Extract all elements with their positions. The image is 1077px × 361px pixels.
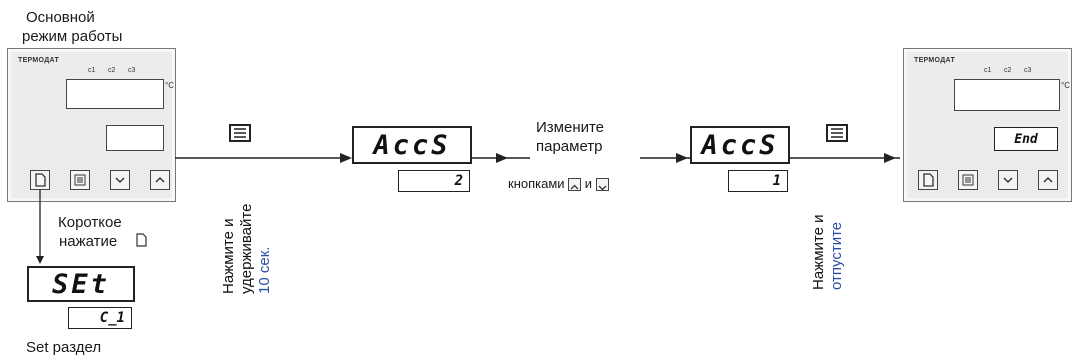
- access-display-2: AccS: [690, 126, 790, 164]
- hold-label-line2: удерживайте: [238, 203, 255, 294]
- main-screen: [66, 79, 164, 109]
- main-mode-label-line2: режим работы: [22, 28, 123, 45]
- degree-label: °C: [1061, 81, 1070, 90]
- page-icon: [136, 233, 147, 247]
- hold-label-line3: 10 сек.: [256, 246, 273, 294]
- device-panel-end: ТЕРМОДАТ c1 c2 c3 °C End: [903, 48, 1072, 202]
- channel-label-c2: c2: [1004, 67, 1012, 74]
- page-button[interactable]: [918, 170, 938, 190]
- channel-label-c3: c3: [128, 67, 136, 74]
- degree-label: °C: [165, 81, 174, 90]
- access-value-1: 2: [398, 170, 470, 192]
- secondary-screen: [106, 125, 164, 151]
- up-button[interactable]: [150, 170, 170, 190]
- up-button[interactable]: [1038, 170, 1058, 190]
- access-value-2: 1: [728, 170, 788, 192]
- menu-button[interactable]: [70, 170, 90, 190]
- down-button[interactable]: [110, 170, 130, 190]
- release-label-line2: отпустите: [828, 221, 845, 290]
- chevron-up-icon: [568, 178, 582, 192]
- set-subdisplay: C_1: [68, 307, 132, 329]
- set-section-label: Set раздел: [26, 339, 102, 356]
- menu-lines-icon: [962, 174, 974, 186]
- menu-icon: [229, 124, 251, 142]
- release-label-line1: Нажмите и: [810, 214, 827, 291]
- down-button[interactable]: [998, 170, 1018, 190]
- chevron-down-icon: [595, 178, 609, 192]
- chevron-down-icon: [115, 177, 125, 184]
- page-icon: [923, 173, 934, 187]
- menu-icon: [826, 124, 848, 142]
- short-press-label-line2: нажатие: [59, 233, 118, 250]
- page-icon: [35, 173, 46, 187]
- channel-label-c1: c1: [984, 67, 992, 74]
- chevron-down-icon: [1003, 177, 1013, 184]
- channel-label-c3: c3: [1024, 67, 1032, 74]
- chevron-up-icon: [155, 176, 165, 183]
- menu-lines-icon: [74, 174, 86, 186]
- short-press-label-line1: Короткое: [58, 214, 122, 231]
- device-brand: ТЕРМОДАТ: [914, 57, 956, 64]
- change-param-hint: кнопками и: [508, 174, 609, 193]
- chevron-up-icon: [1043, 176, 1053, 183]
- menu-button[interactable]: [958, 170, 978, 190]
- set-display: SEt: [27, 266, 135, 302]
- channel-label-c1: c1: [88, 67, 96, 74]
- hold-label-line1: Нажмите и: [220, 218, 237, 295]
- change-param-label-line1: Измените: [536, 119, 605, 136]
- main-screen: [954, 79, 1060, 111]
- change-param-label-line2: параметр: [536, 138, 603, 155]
- channel-label-c2: c2: [108, 67, 116, 74]
- end-display: End: [994, 127, 1058, 151]
- main-mode-label-line1: Основной: [26, 9, 95, 26]
- page-button[interactable]: [30, 170, 50, 190]
- device-panel-main: ТЕРМОДАТ c1 c2 c3 °C: [7, 48, 176, 202]
- device-brand: ТЕРМОДАТ: [18, 57, 60, 64]
- access-display-1: AccS: [352, 126, 472, 164]
